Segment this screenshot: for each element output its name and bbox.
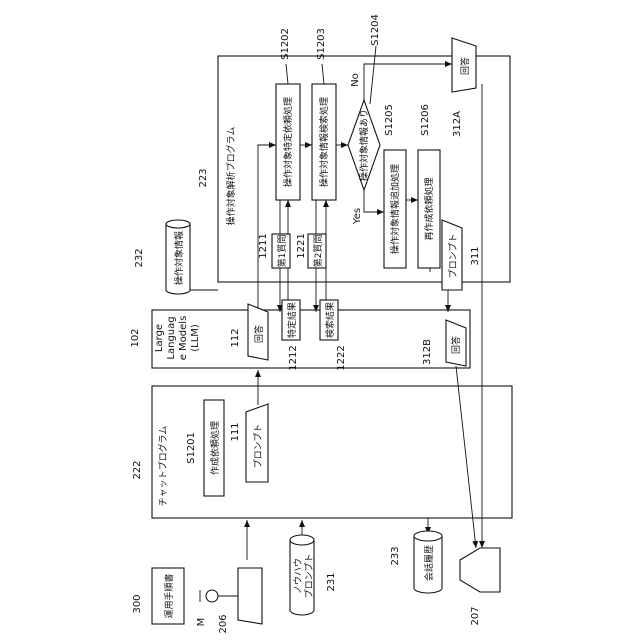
chat-program-title: チャットプログラム bbox=[157, 426, 169, 507]
yes-label: Yes bbox=[352, 208, 363, 225]
ref-S1205: S1205 bbox=[384, 104, 395, 136]
ref-312A: 312A bbox=[452, 111, 463, 137]
prompt-111-label: プロンプト bbox=[253, 424, 264, 469]
search-process-label: 操作対象情報検索処理 bbox=[318, 97, 330, 187]
input-terminal-206 bbox=[238, 568, 262, 624]
ref-311: 311 bbox=[470, 246, 481, 265]
operation-manual-label: 運用手順書 bbox=[163, 573, 175, 618]
ref-S1203: S1203 bbox=[316, 28, 327, 60]
line-answer112-to-s1202 bbox=[258, 145, 276, 320]
ref-1211: 1211 bbox=[258, 233, 269, 258]
knowhow-label-1: ノウハウ bbox=[293, 558, 304, 594]
line-yes-to-s1205 bbox=[364, 190, 384, 212]
ref-206: 206 bbox=[218, 614, 229, 633]
ref-223: 223 bbox=[198, 168, 209, 187]
output-terminal-207 bbox=[460, 548, 500, 592]
line-no-to-answer312a bbox=[364, 64, 452, 100]
ref-233: 233 bbox=[390, 546, 401, 565]
ref-111: 111 bbox=[230, 422, 241, 441]
prompt-311-label: プロンプト bbox=[448, 234, 459, 279]
recreate-request-label: 再作成依頼処理 bbox=[423, 177, 435, 240]
llm-label-1: Large bbox=[154, 324, 165, 352]
ref-300: 300 bbox=[132, 594, 143, 613]
target-info-db: 操作対象情報 bbox=[166, 220, 190, 294]
specific-result-label: 特定結果 bbox=[286, 302, 298, 338]
ref-S1202: S1202 bbox=[280, 28, 291, 60]
identify-request-label: 操作対象特定依頼処理 bbox=[282, 97, 294, 187]
history-db: 会話履歴 bbox=[414, 531, 442, 593]
history-label: 会話履歴 bbox=[423, 545, 435, 581]
leader-S1203 bbox=[322, 64, 324, 84]
leader-S1204 bbox=[370, 46, 376, 104]
ref-112: 112 bbox=[230, 328, 241, 347]
ref-232: 232 bbox=[134, 248, 145, 267]
line-answer312b-to-207 bbox=[456, 366, 476, 548]
ref-222: 222 bbox=[132, 460, 143, 479]
llm-label-3: e Models bbox=[178, 316, 189, 361]
ref-1222: 1222 bbox=[336, 345, 347, 370]
leader-S1202 bbox=[286, 64, 288, 84]
ref-207: 207 bbox=[470, 606, 481, 625]
ref-231: 231 bbox=[326, 572, 337, 591]
ref-S1201: S1201 bbox=[186, 432, 197, 464]
ref-102: 102 bbox=[130, 328, 141, 347]
llm-label-4: (LLM) bbox=[190, 324, 201, 352]
ref-S1206: S1206 bbox=[420, 104, 431, 136]
answer-312A-label: 回答 bbox=[459, 57, 471, 75]
analysis-program-title: 操作対象解析プログラム bbox=[225, 127, 237, 226]
target-info-db-label: 操作対象情報 bbox=[173, 231, 185, 285]
answer-112-label: 回答 bbox=[253, 325, 265, 343]
knowhow-label-2: プロンプト bbox=[304, 554, 315, 599]
create-request-label: 作成依頼処理 bbox=[209, 421, 221, 475]
decision-label: 操作対象情報あり bbox=[358, 109, 370, 181]
ref-1221: 1221 bbox=[296, 233, 307, 258]
no-label: No bbox=[350, 73, 361, 87]
ref-S1204: S1204 bbox=[370, 14, 381, 46]
ref-M: M bbox=[196, 618, 207, 627]
answer-312B-label: 回答 bbox=[450, 336, 462, 354]
operator-icon bbox=[200, 590, 244, 602]
ref-312B: 312B bbox=[422, 339, 433, 365]
search-result-label: 検索結果 bbox=[324, 302, 336, 338]
q1-label: 第1質問 bbox=[276, 235, 288, 268]
ref-1212: 1212 bbox=[288, 345, 299, 370]
add-info-label: 操作対象情報追加処理 bbox=[389, 164, 401, 254]
q2-label: 第2質問 bbox=[312, 235, 324, 268]
llm-label-2: Languag bbox=[166, 316, 177, 359]
knowhow-prompt-db: ノウハウ プロンプト bbox=[290, 535, 315, 615]
